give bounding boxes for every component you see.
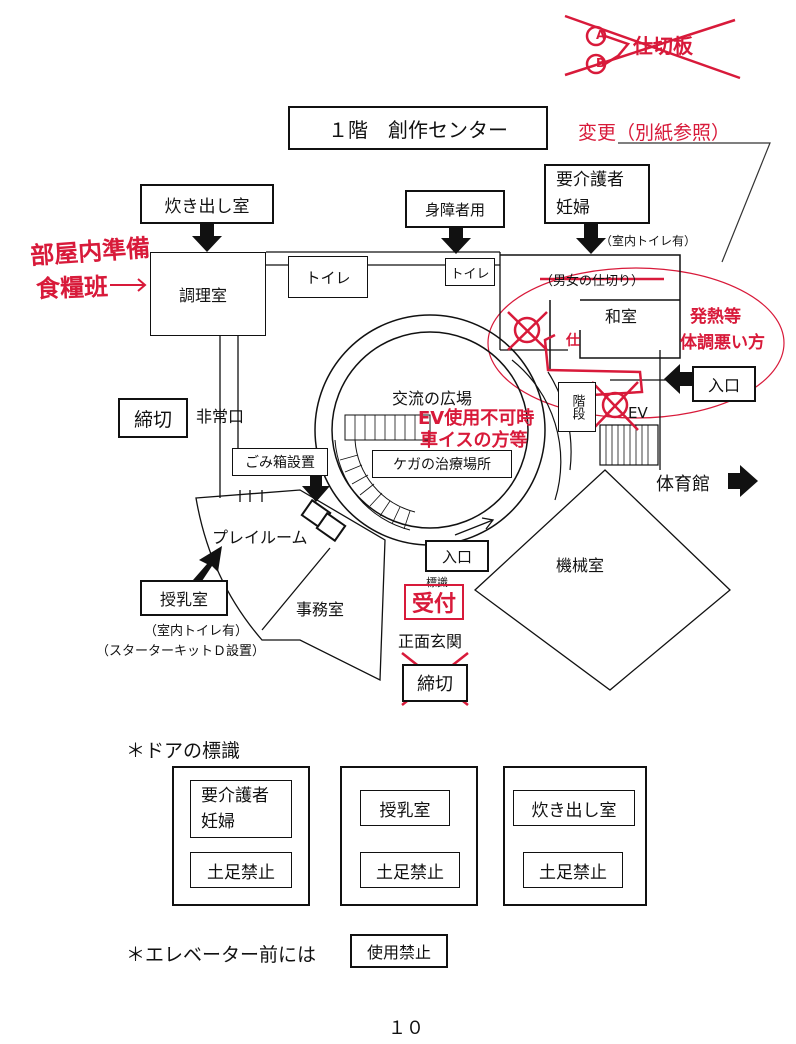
youkaigo-label: 要介護者 (556, 170, 624, 190)
handwritten-ev-note-1: EV使用不可時 (418, 408, 535, 429)
corner-note-text: 仕切板 (633, 34, 693, 58)
entrance-right: 入口 (692, 366, 756, 402)
door-signs-heading: ＊ドアの標識 (126, 740, 241, 762)
corner-note-cross (564, 14, 741, 80)
machine-room: 機械室 (556, 556, 605, 575)
corner-circle-a: A (596, 28, 606, 42)
gym-label: 体育館 (656, 474, 710, 495)
ev-label: EV (628, 404, 648, 422)
change-note-leader (618, 142, 771, 263)
office-label: 事務室 (296, 600, 345, 619)
door-sign-3-bottom: 土足禁止 (523, 852, 623, 888)
washitsu-walls (500, 254, 681, 370)
plaza-label: 交流の広場 (392, 389, 473, 408)
elevator-sign: 使用禁止 (350, 934, 448, 968)
room-takidashi: 炊き出し室 (140, 184, 274, 224)
page-number: １０ (388, 1018, 424, 1039)
handwritten-uketsuke: 受付 (404, 584, 465, 620)
toilet-note-bottom: （室内トイレ有） (144, 624, 249, 639)
entrance-center: 入口 (425, 540, 489, 572)
front-entrance: 正面玄関 (398, 632, 463, 651)
label-shimekiri-left: 締切 (118, 398, 188, 438)
door-sign-2: 授乳室 土足禁止 (340, 766, 478, 906)
playroom-label: プレイルーム (212, 528, 308, 547)
door-sign-3: 炊き出し室 土足禁止 (503, 766, 647, 906)
room-toilet-2: トイレ (445, 258, 495, 286)
stairs-label: 階段 (558, 382, 596, 432)
emergency-exit: 非常口 (196, 407, 245, 426)
stairs (334, 414, 431, 531)
door-sign-1-line1: 要介護者 (201, 786, 269, 806)
door-sign-1: 要介護者 妊婦 土足禁止 (172, 766, 310, 906)
corner-circle-b: B (596, 56, 606, 70)
ev-hatch (599, 424, 659, 466)
door-sign-2-title: 授乳室 (360, 790, 450, 826)
elevator-note: ＊エレベーター前には (126, 944, 317, 966)
room-jumyu: 授乳室 (140, 580, 228, 616)
room-toilet-1: トイレ (288, 256, 368, 298)
door-sign-2-bottom: 土足禁止 (360, 852, 460, 888)
room-chouri: 調理室 (150, 252, 266, 336)
machine-room-walls (473, 469, 731, 691)
ninpu-label: 妊婦 (556, 198, 590, 218)
change-area-ellipse (487, 267, 785, 419)
door-sign-1-title: 要介護者 妊婦 (190, 780, 292, 838)
handwritten-mark: 仕 (566, 333, 580, 349)
handwritten-note-right-2: 体調悪い方 (680, 333, 765, 353)
room-youkaigo: 要介護者 妊婦 (544, 164, 650, 224)
handwritten-note-left-2: 食糧班 (35, 272, 109, 304)
door-sign-1-bottom: 土足禁止 (190, 852, 292, 888)
page-title: １階 創作センター (288, 106, 548, 150)
starter-kit-note: （スターターキットＤ設置） (96, 644, 266, 659)
entrance-arrow (454, 517, 495, 536)
injury-area: ケガの治療場所 (372, 450, 512, 478)
toilet-note-top: （室内トイレ有） (600, 234, 697, 248)
garbage-boxes (300, 498, 347, 543)
danjo-partition: （男女の仕切り） (540, 274, 645, 289)
black-arrows (192, 222, 758, 584)
handwritten-note-right-1: 発熱等 (690, 307, 741, 327)
door-sign-3-title: 炊き出し室 (513, 790, 635, 826)
playroom-walls (195, 489, 386, 682)
handwritten-ev-note-2: 車イスの方等 (420, 430, 528, 451)
door-sign-1-line2: 妊婦 (201, 812, 235, 832)
room-washitsu: 和室 (605, 307, 638, 326)
change-note: 変更（別紙参照） (578, 122, 731, 144)
label-shimekiri-bottom: 締切 (402, 664, 468, 702)
room-shinshousha: 身障者用 (405, 190, 505, 228)
garbage-label: ごみ箱設置 (232, 448, 328, 476)
